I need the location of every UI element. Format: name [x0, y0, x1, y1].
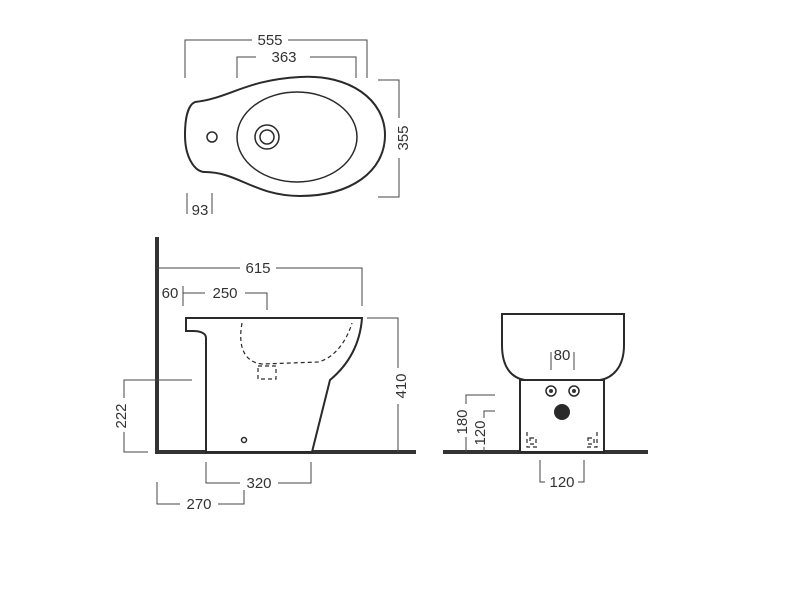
dim-222-line-top: [123, 379, 192, 398]
dim-250-line-right: [245, 292, 268, 310]
dim-363-line-left: [236, 56, 256, 78]
dim-80-label: 80: [554, 347, 571, 364]
bracket-right: [584, 432, 598, 448]
dim-222-label: 222: [113, 403, 130, 428]
dim-355-label: 355: [395, 125, 412, 150]
side-view: 615 60 250 410 222 320 270: [113, 237, 416, 513]
bracket-left: [526, 432, 540, 448]
drain-outer: [254, 124, 280, 150]
dim-93-label: 93: [192, 202, 209, 219]
tap-hole: [206, 131, 218, 143]
dim-120v-line-top: [483, 410, 495, 418]
side-view-body: [185, 317, 364, 453]
dim-555-line-right: [288, 39, 368, 78]
outlet-hole: [554, 404, 570, 420]
dim-270-line-left: [156, 482, 180, 505]
bracket-right-bolt: [587, 437, 595, 445]
drain-inner: [259, 129, 275, 145]
dim-410-label: 410: [393, 373, 410, 398]
fixing-hole-right: [568, 385, 580, 397]
dim-60-label: 60: [162, 285, 179, 302]
dim-120h-line-right: [578, 460, 585, 483]
side-view-hidden-bowl: [240, 322, 353, 365]
dim-120h-line-left: [539, 460, 545, 483]
top-view-bowl: [236, 91, 358, 183]
side-view-hidden-outlet: [257, 365, 277, 380]
top-view-outline: [183, 75, 387, 198]
dim-120v-label: 120: [472, 420, 489, 445]
fixing-hole-left: [545, 385, 557, 397]
dim-615-line-right: [276, 267, 363, 306]
dim-180-line-top: [465, 394, 495, 404]
dim-250-label: 250: [212, 285, 237, 302]
dim-222-line-bottom: [123, 432, 148, 453]
dim-320-label: 320: [246, 475, 271, 492]
dim-320-line-right: [278, 462, 312, 484]
side-view-fixing-hole: [240, 436, 248, 444]
dim-363-label: 363: [271, 49, 296, 66]
dim-355-line-bottom: [378, 158, 400, 198]
bracket-left-bolt: [529, 437, 537, 445]
dim-355-line-top: [378, 79, 400, 118]
fixing-hole-right-inner: [572, 389, 576, 393]
dim-555-label: 555: [257, 32, 282, 49]
dim-615-label: 615: [245, 260, 270, 277]
dim-363-line-right: [310, 56, 357, 78]
top-view: 555 363 355 93: [183, 32, 412, 219]
dim-180-label: 180: [454, 409, 471, 434]
rear-view: 80 180 120 120: [443, 313, 648, 491]
dim-270-line-right: [218, 490, 245, 505]
dim-120h-label: 120: [549, 474, 574, 491]
dim-320-line-left: [205, 462, 240, 484]
dim-410-line-top: [367, 317, 399, 368]
dim-270-label: 270: [186, 496, 211, 513]
fixing-hole-left-inner: [549, 389, 553, 393]
dim-555-line-left: [184, 39, 252, 78]
